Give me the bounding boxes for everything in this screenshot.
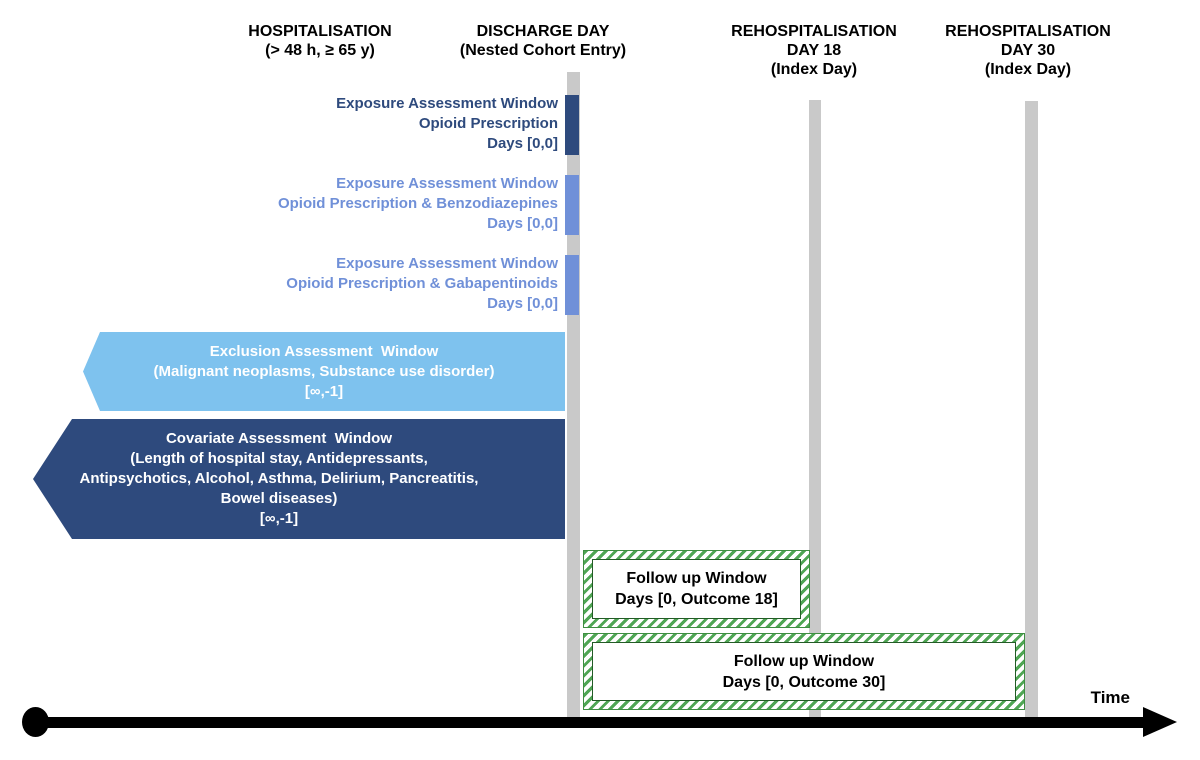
timeline-arrowhead-icon bbox=[1143, 707, 1177, 737]
exposure-label-line: Opioid Prescription bbox=[418, 115, 558, 132]
timeline-axis bbox=[38, 717, 1146, 728]
exposure-label-line: Days [0,0] bbox=[487, 295, 558, 312]
header-discharge-day: DISCHARGE DAY (Nested Cohort Entry) bbox=[418, 22, 668, 60]
followup-window-day18-label: Follow up Window Days [0, Outcome 18] bbox=[592, 559, 801, 619]
header-line: DAY 18 bbox=[786, 42, 842, 59]
time-label: Time bbox=[1090, 688, 1130, 707]
header-rehospitalisation-day-18: REHOSPITALISATION DAY 18 (Index Day) bbox=[689, 22, 939, 79]
covariate-label-line: (Length of hospital stay, Antidepressant… bbox=[130, 450, 428, 467]
header-line: REHOSPITALISATION bbox=[731, 23, 897, 40]
covariate-label-line: [∞,-1] bbox=[259, 510, 299, 527]
exclusion-label-line: (Malignant neoplasms, Substance use diso… bbox=[153, 362, 495, 380]
followup-label-line: Days [0, Outcome 18] bbox=[615, 591, 778, 608]
followup-label-line: Follow up Window bbox=[626, 570, 767, 587]
exposure-label-line: Days [0,0] bbox=[487, 135, 558, 152]
rehospitalisation-day30-marker-line bbox=[1025, 101, 1038, 722]
exclusion-label-line: Exclusion Assessment Window bbox=[209, 342, 439, 360]
exposure-window-label-opioid: Exposure Assessment Window Opioid Prescr… bbox=[200, 94, 558, 154]
exposure-bar-opioid-gabapentinoids bbox=[565, 255, 579, 315]
exposure-label-line: Opioid Prescription & Gabapentinoids bbox=[286, 275, 558, 292]
discharge-day-marker-line bbox=[567, 72, 580, 722]
header-rehospitalisation-day-30: REHOSPITALISATION DAY 30 (Index Day) bbox=[903, 22, 1153, 79]
covariate-window-arrow: Covariate Assessment Window (Length of h… bbox=[33, 419, 565, 539]
exposure-window-label-benzodiazepines: Exposure Assessment Window Opioid Prescr… bbox=[200, 174, 558, 234]
header-line: (Index Day) bbox=[984, 61, 1072, 78]
covariate-label-line: Antipsychotics, Alcohol, Asthma, Deliriu… bbox=[79, 470, 479, 487]
exposure-label-line: Exposure Assessment Window bbox=[336, 255, 558, 272]
header-line: (> 48 h, ≥ 65 y) bbox=[265, 42, 375, 59]
header-line: REHOSPITALISATION bbox=[945, 23, 1111, 40]
header-hospitalisation: HOSPITALISATION (> 48 h, ≥ 65 y) bbox=[195, 22, 445, 60]
exposure-label-line: Opioid Prescription & Benzodiazepines bbox=[277, 195, 558, 212]
exposure-label-line: Days [0,0] bbox=[487, 215, 558, 232]
covariate-label-line: Bowel diseases) bbox=[220, 490, 338, 507]
exposure-bar-opioid bbox=[565, 95, 579, 155]
exclusion-label-line: [∞,-1] bbox=[304, 382, 344, 400]
header-line: DISCHARGE DAY bbox=[476, 23, 610, 40]
covariate-label-line: Covariate Assessment Window bbox=[165, 430, 393, 447]
followup-window-day30: Follow up Window Days [0, Outcome 30] bbox=[583, 633, 1025, 710]
followup-label-line: Follow up Window bbox=[733, 652, 875, 670]
exposure-label-line: Exposure Assessment Window bbox=[336, 175, 558, 192]
exposure-bar-opioid-benzodiazepines bbox=[565, 175, 579, 235]
followup-window-day18: Follow up Window Days [0, Outcome 18] bbox=[583, 550, 810, 628]
header-line: HOSPITALISATION bbox=[248, 23, 392, 40]
followup-window-day30-label: Follow up Window Days [0, Outcome 30] bbox=[592, 642, 1016, 701]
header-line: (Index Day) bbox=[770, 61, 858, 78]
rehospitalisation-day18-marker-line bbox=[809, 100, 821, 722]
exposure-label-line: Exposure Assessment Window bbox=[336, 95, 558, 112]
header-line: DAY 30 bbox=[1000, 42, 1056, 59]
followup-label-line: Days [0, Outcome 30] bbox=[722, 673, 886, 691]
exposure-window-label-gabapentinoids: Exposure Assessment Window Opioid Prescr… bbox=[200, 254, 558, 314]
header-line: (Nested Cohort Entry) bbox=[459, 42, 627, 59]
exclusion-window-arrow: Exclusion Assessment Window (Malignant n… bbox=[83, 332, 565, 411]
